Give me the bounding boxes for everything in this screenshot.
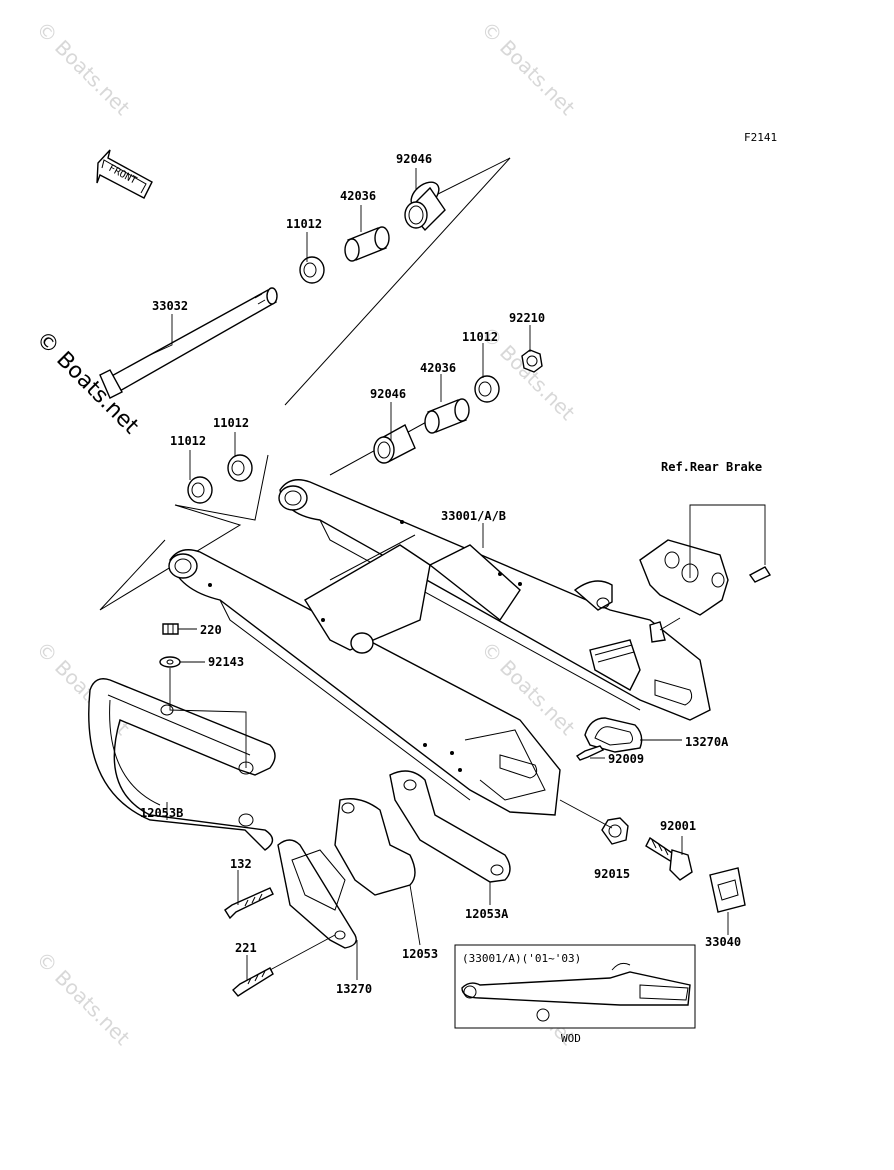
label-33001: 33001/A/B <box>441 509 506 523</box>
label-11012-right: 11012 <box>462 330 498 344</box>
bolt-132 <box>224 870 274 920</box>
guide-12053A <box>389 770 511 905</box>
chain-slider-12053B <box>88 678 276 851</box>
swingarm-33001 <box>168 479 711 816</box>
figure-code: F2141 <box>744 131 777 144</box>
label-92009: 92009 <box>608 752 644 766</box>
inset-title: (33001/A)('01~'03) <box>462 952 581 965</box>
screw-92009 <box>575 745 605 761</box>
collar-42036-right <box>424 398 470 434</box>
nut-92015 <box>559 799 629 845</box>
seal-11012-upper <box>299 256 325 284</box>
inset-caption: WOD <box>561 1032 581 1045</box>
label-33032: 33032 <box>152 299 188 313</box>
watermark: © Boats.net <box>31 947 134 1050</box>
label-42036-right: 42036 <box>420 361 456 375</box>
block-33040 <box>709 867 746 935</box>
label-221: 221 <box>235 941 257 955</box>
label-33040: 33040 <box>705 935 741 949</box>
screw-221 <box>232 934 336 997</box>
label-11012-left-inner: 11012 <box>170 434 206 448</box>
watermark: © Boats.net <box>476 17 579 120</box>
label-12053B: 12053B <box>140 806 183 820</box>
label-ref-rear-brake: Ref.Rear Brake <box>661 460 762 474</box>
plate-13270 <box>277 839 358 980</box>
seal-11012-left-outer <box>227 454 253 482</box>
label-11012-left-outer: 11012 <box>213 416 249 430</box>
nut-92210 <box>521 349 543 373</box>
label-92015: 92015 <box>594 867 630 881</box>
watermark: © Boats.net <box>31 17 134 120</box>
label-11012-upper: 11012 <box>286 217 322 231</box>
plate-13270A <box>584 717 682 753</box>
label-92046-upper: 92046 <box>396 152 432 166</box>
guide-12053 <box>334 798 421 946</box>
seal-11012-right <box>474 375 500 403</box>
label-13270A: 13270A <box>685 735 729 749</box>
inset-variant-box: (33001/A)('01~'03) WOD <box>454 944 696 1045</box>
bolt-92001 <box>645 836 693 881</box>
seal-11012-left-inner <box>187 476 213 504</box>
label-132: 132 <box>230 857 252 871</box>
label-92046-right: 92046 <box>370 387 406 401</box>
collar-42036-upper <box>344 226 390 262</box>
label-12053: 12053 <box>402 947 438 961</box>
washer-92143 <box>159 656 247 768</box>
front-arrow-icon: FRONT <box>96 149 153 199</box>
pivot-shaft-33032 <box>99 287 278 399</box>
label-12053A: 12053A <box>465 907 509 921</box>
assembly-lines <box>99 157 511 611</box>
label-220: 220 <box>200 623 222 637</box>
label-92210: 92210 <box>509 311 545 325</box>
label-13270: 13270 <box>336 982 372 996</box>
label-42036-upper: 42036 <box>340 189 376 203</box>
bearing-92046-right <box>373 424 416 464</box>
part-labels: 92046 42036 11012 33032 92210 11012 4203… <box>140 152 762 996</box>
leader-lines <box>149 168 531 820</box>
label-92001: 92001 <box>660 819 696 833</box>
bolt-220 <box>162 623 197 635</box>
label-92143: 92143 <box>208 655 244 669</box>
bearing-92046-upper <box>404 181 446 232</box>
rear-brake-bracket <box>639 504 772 631</box>
